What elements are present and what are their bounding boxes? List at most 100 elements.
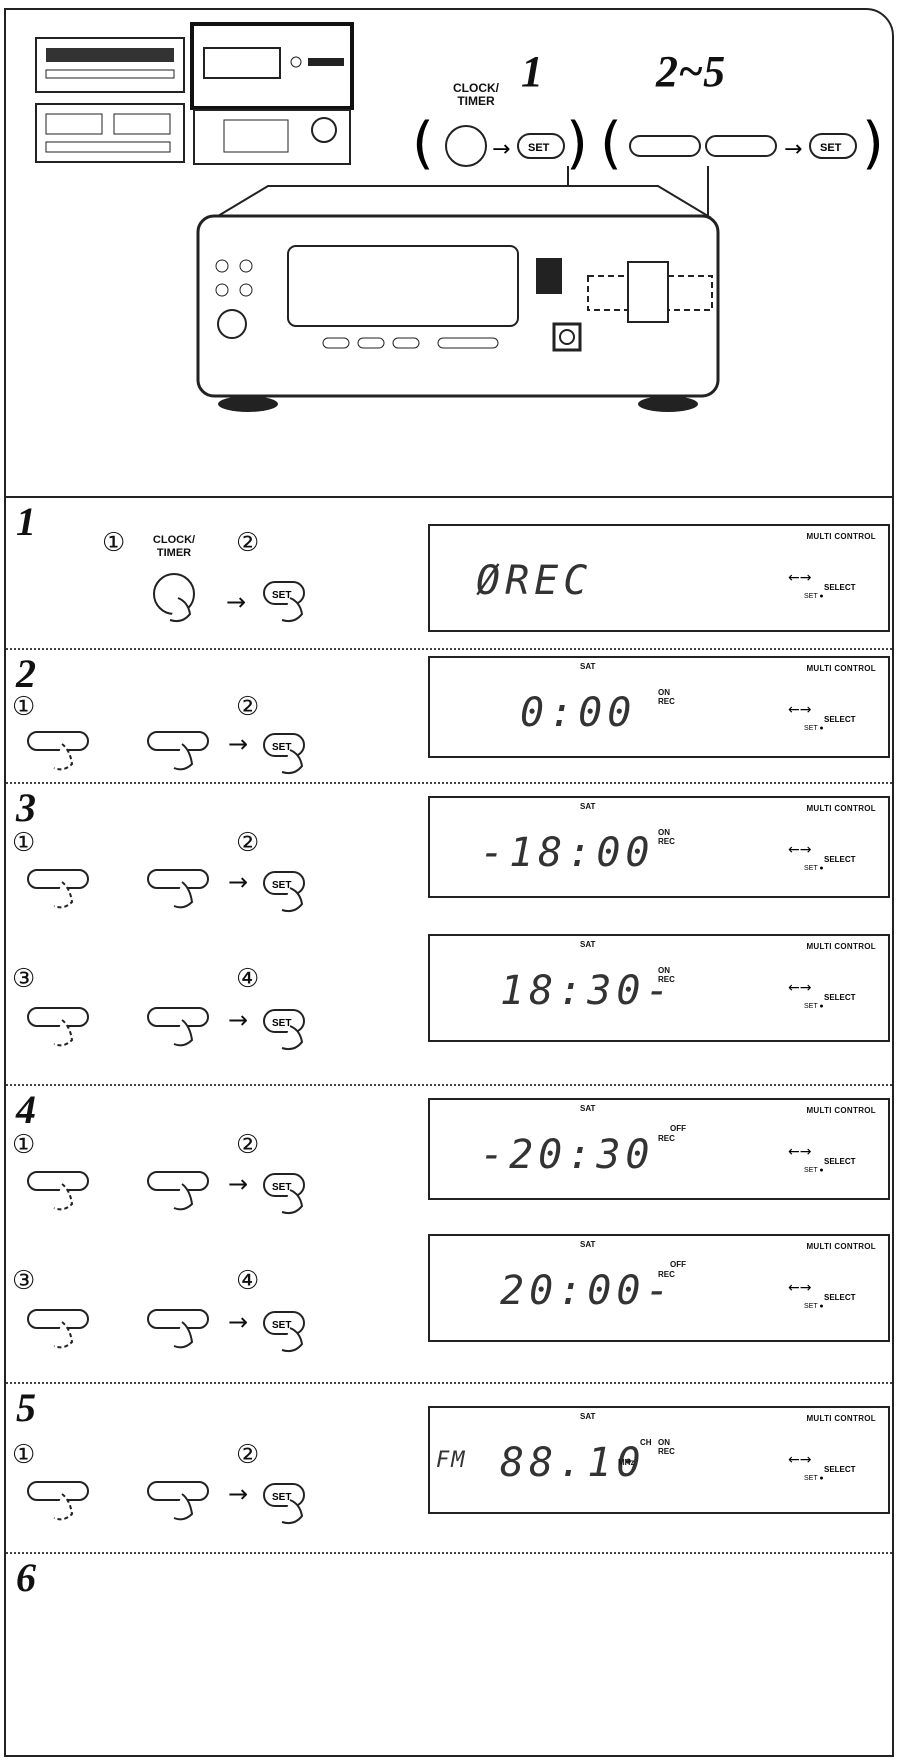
circled-1: ① [102, 528, 126, 558]
svg-text:SET ●: SET ● [804, 1003, 824, 1010]
svg-text:SET: SET [272, 1320, 291, 1331]
multi-control-label: MULTI CONTROL [806, 1106, 876, 1115]
svg-text:←→: ←→ [788, 842, 812, 858]
svg-text:SET: SET [272, 1182, 291, 1193]
display-panel-a: MULTI CONTROL SAT -18:00 ON REC ←→SELECT… [428, 796, 890, 898]
instruction-frame: CLOCK/ TIMER 1 2~5 ( → SET ) ( → SET ) [4, 8, 894, 1757]
day-indicator: SAT [580, 1104, 596, 1113]
day-indicator: SAT [580, 1412, 596, 1421]
off-indicator: OFF [670, 1260, 686, 1269]
step-number: 6 [16, 1555, 36, 1600]
step-5-row: 5 ① ② → SET MULTI CONTROL SAT FM 88.10 M… [6, 1384, 892, 1554]
display-text: -20:30 [480, 1132, 655, 1178]
frequency-text: 88.10 [500, 1440, 646, 1486]
unit-indicator: MHz [618, 1458, 635, 1467]
multi-control-label: MULTI CONTROL [806, 1242, 876, 1251]
arrow-right-icon: → [228, 1480, 249, 1508]
svg-text:SET: SET [272, 880, 291, 891]
up-button-press-icon [27, 1007, 89, 1047]
circled-2: ② [236, 1130, 260, 1160]
circled-2: ② [236, 528, 260, 558]
display-text: 20:00- [500, 1268, 675, 1314]
svg-text:SET ●: SET ● [804, 725, 824, 732]
step-number: 5 [16, 1385, 36, 1430]
svg-text:←→: ←→ [788, 1280, 812, 1296]
arrow-right-icon: → [228, 1308, 249, 1336]
rec-indicator: REC [658, 1447, 675, 1456]
circled-4: ④ [236, 1266, 260, 1296]
circled-3: ③ [12, 1266, 36, 1296]
multi-control-label: MULTI CONTROL [806, 942, 876, 951]
svg-text:(: ( [600, 111, 622, 176]
circled-1: ① [12, 1440, 36, 1470]
circled-2: ② [236, 1440, 260, 1470]
svg-text:SELECT: SELECT [824, 583, 856, 592]
clock-timer-label: CLOCK/ TIMER [453, 81, 499, 108]
multi-control-label: MULTI CONTROL [806, 804, 876, 813]
svg-text:(: ( [412, 111, 434, 176]
rec-indicator: REC [658, 1270, 675, 1279]
down-button-press-icon [147, 731, 209, 771]
svg-text:→: → [784, 137, 802, 162]
overview-panel: CLOCK/ TIMER 1 2~5 ( → SET ) ( → SET ) [6, 10, 892, 498]
set-button-press-icon: SET [263, 1483, 305, 1525]
arrow-right-icon: → [228, 1170, 249, 1198]
ch-indicator: CH [640, 1438, 652, 1447]
arrow-right-icon: → [226, 588, 247, 616]
svg-text:SELECT: SELECT [824, 1293, 856, 1302]
day-indicator: SAT [580, 802, 596, 811]
up-button-press-icon [27, 1481, 89, 1521]
step-number: 2 [16, 651, 36, 696]
svg-text:): ) [566, 111, 588, 176]
svg-text:←→: ←→ [788, 570, 812, 586]
svg-text:SET ●: SET ● [804, 1475, 824, 1482]
receiver-front-panel-illustration [196, 166, 720, 412]
circled-1: ① [12, 828, 36, 858]
off-indicator: OFF [670, 1124, 686, 1133]
day-indicator: SAT [580, 1240, 596, 1249]
band-text: FM [436, 1448, 467, 1473]
steps-range-marker: 2~5 [656, 47, 726, 96]
down-button-press-icon [147, 1171, 209, 1211]
rec-indicator: REC [658, 837, 675, 846]
svg-text:SET ●: SET ● [804, 865, 824, 872]
rec-indicator: REC [658, 975, 675, 984]
svg-text:SELECT: SELECT [824, 993, 856, 1002]
up-button-press-icon [27, 869, 89, 909]
step-number: 3 [16, 785, 36, 830]
svg-text:): ) [862, 111, 884, 176]
arrow-right-icon: → [228, 1006, 249, 1034]
day-indicator: SAT [580, 940, 596, 949]
circled-1: ① [12, 692, 36, 722]
svg-text:SET: SET [820, 142, 842, 154]
up-button-press-icon [27, 1171, 89, 1211]
down-button-press-icon [147, 1481, 209, 1521]
multi-control-label: MULTI CONTROL [806, 1414, 876, 1423]
button-sequence-diagram: ( → SET ) ( → SET ) [412, 111, 884, 176]
clock-timer-label: CLOCK/ TIMER [152, 534, 196, 559]
step-4-row: 4 ① ② → SET ③ ④ → SET MULTI CONTROL SAT … [6, 1086, 892, 1384]
circled-2: ② [236, 828, 260, 858]
step-number: 4 [16, 1087, 36, 1132]
svg-text:SET: SET [272, 742, 291, 753]
svg-text:SELECT: SELECT [824, 855, 856, 864]
multi-control-label: MULTI CONTROL [806, 532, 876, 541]
svg-text:SET ●: SET ● [804, 1167, 824, 1174]
step-number: 1 [16, 499, 36, 544]
display-panel-a: MULTI CONTROL SAT -20:30 OFF REC ←→SELEC… [428, 1098, 890, 1200]
svg-text:SELECT: SELECT [824, 1465, 856, 1474]
display-panel: MULTI CONTROL SAT FM 88.10 MHz CH ON REC… [428, 1406, 890, 1514]
circled-4: ④ [236, 964, 260, 994]
svg-text:←→: ←→ [788, 1452, 812, 1468]
svg-text:SET ●: SET ● [804, 1303, 824, 1310]
step-one-marker: 1 [521, 47, 543, 96]
down-button-press-icon [147, 1309, 209, 1349]
stereo-system-illustration [35, 22, 354, 165]
rec-indicator: REC [658, 1134, 675, 1143]
circled-2: ② [236, 692, 260, 722]
